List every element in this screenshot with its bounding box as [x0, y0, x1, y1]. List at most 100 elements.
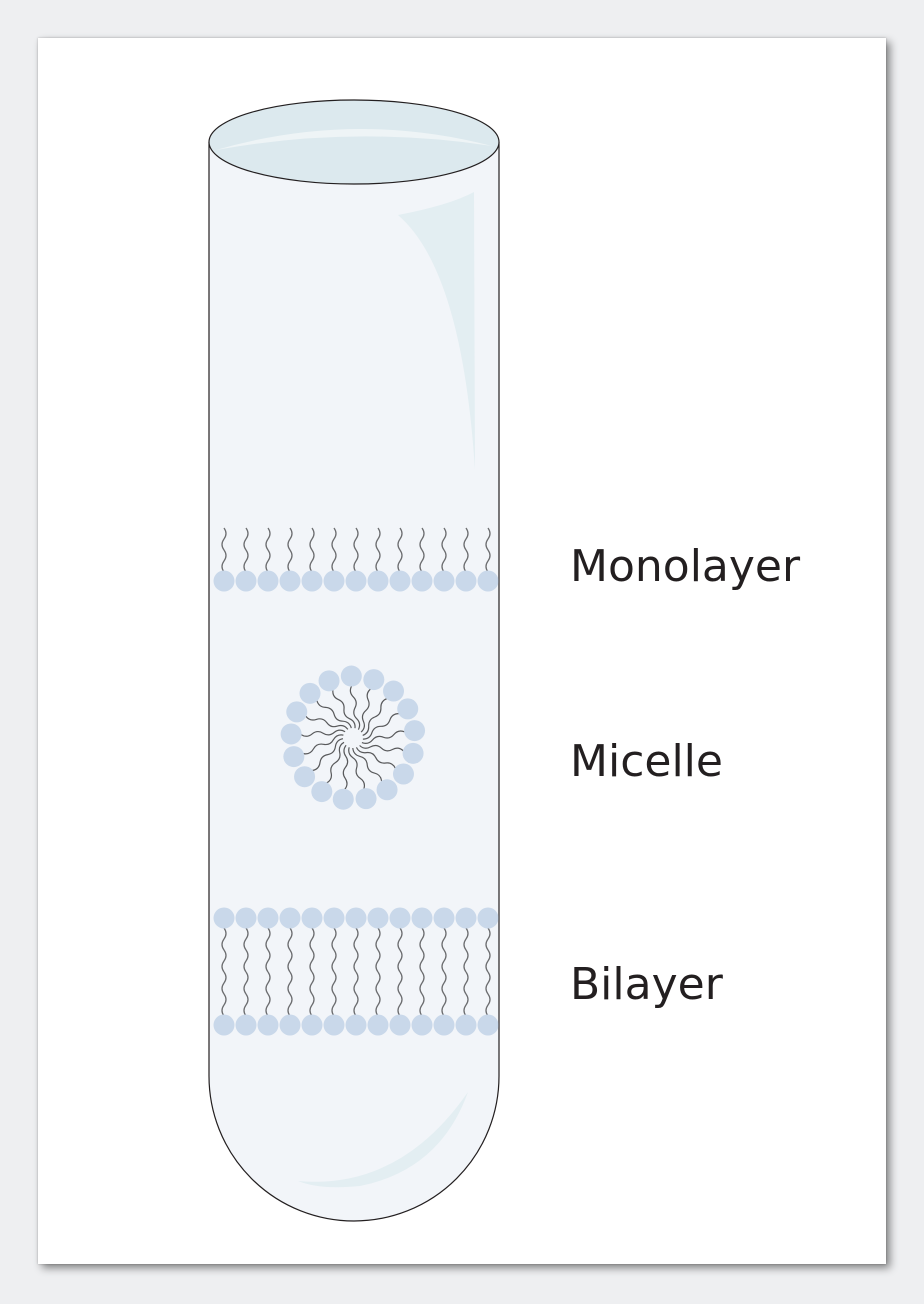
hydrocarbon-tail-icon [342, 744, 349, 790]
hydrocarbon-tail-icon [243, 527, 249, 573]
hydrocarbon-tail-icon [332, 689, 356, 729]
phospholipid-head-icon [280, 723, 302, 745]
bilayer [213, 907, 499, 1036]
hydrocarbon-tail-icon [355, 747, 396, 769]
hydrocarbon-tail-icon [287, 971, 293, 1017]
phospholipid-head-icon [392, 763, 414, 785]
phospholipid-head-icon [477, 570, 499, 592]
phospholipid-head-icon [213, 907, 235, 929]
hydrocarbon-tail-icon [441, 527, 447, 573]
phospholipid-head-icon [433, 570, 455, 592]
hydrocarbon-tail-icon [362, 712, 399, 740]
hydrocarbon-tail-icon [265, 971, 271, 1017]
bilayer-label: Bilayer [570, 959, 723, 1010]
hydrocarbon-tail-icon [300, 729, 346, 737]
hydrocarbon-tail-icon [375, 527, 381, 573]
hydrocarbon-tail-icon [463, 527, 469, 573]
hydrocarbon-tail-icon [352, 747, 383, 782]
hydrocarbon-tail-icon [331, 927, 337, 973]
phospholipid-head-icon [340, 665, 362, 687]
phospholipid-head-icon [257, 570, 279, 592]
hydrocarbon-tail-icon [353, 927, 359, 973]
micelle [280, 665, 426, 810]
hydrocarbon-tail-icon [397, 527, 403, 573]
hydrocarbon-tail-icon [463, 971, 469, 1017]
monolayer [213, 527, 499, 592]
phospholipid-head-icon [323, 907, 345, 929]
hydrocarbon-tail-icon [485, 971, 491, 1017]
tube-bottom-highlight [298, 1092, 468, 1188]
hydrocarbon-tail-icon [326, 741, 345, 784]
phospholipid-head-icon [477, 907, 499, 929]
tube-rim [208, 99, 500, 185]
phospholipid-head-icon [411, 907, 433, 929]
hydrocarbon-tail-icon [309, 971, 315, 1017]
hydrocarbon-tail-icon [361, 730, 405, 744]
phospholipid-head-icon [283, 746, 305, 768]
phospholipid-head-icon [257, 907, 279, 929]
hydrocarbon-tail-icon [485, 927, 491, 973]
hydrocarbon-tail-icon [312, 738, 344, 772]
hydrocarbon-tail-icon [348, 747, 366, 789]
phospholipid-head-icon [301, 1014, 323, 1036]
hydrocarbon-tail-icon [221, 971, 227, 1017]
phospholipid-head-icon [257, 1014, 279, 1036]
hydrocarbon-tail-icon [375, 927, 381, 973]
phospholipid-head-icon [397, 698, 419, 720]
phospholipid-head-icon [411, 1014, 433, 1036]
hydrocarbon-tail-icon [243, 927, 249, 973]
hydrocarbon-tail-icon [397, 971, 403, 1017]
phospholipid-head-icon [345, 1014, 367, 1036]
phospholipid-head-icon [213, 570, 235, 592]
hydrocarbon-tail-icon [221, 527, 227, 573]
hydrocarbon-tail-icon [441, 927, 447, 973]
hydrocarbon-tail-icon [419, 971, 425, 1017]
phospholipid-head-icon [235, 1014, 257, 1036]
phospholipid-head-icon [318, 670, 340, 692]
hydrocarbon-tail-icon [353, 971, 359, 1017]
hydrocarbon-tail-icon [362, 698, 388, 736]
hydrocarbon-tail-icon [375, 971, 381, 1017]
phospholipid-head-icon [301, 570, 323, 592]
hydrocarbon-tail-icon [353, 527, 359, 573]
hydrocarbon-tail-icon [316, 700, 352, 729]
phospholipid-head-icon [433, 907, 455, 929]
tube-highlight [398, 192, 475, 470]
phospholipid-head-icon [389, 907, 411, 929]
phospholipid-head-icon [345, 570, 367, 592]
phospholipid-head-icon [402, 742, 424, 764]
phospholipid-head-icon [332, 788, 354, 810]
hydrocarbon-tail-icon [441, 971, 447, 1017]
phospholipid-head-icon [279, 570, 301, 592]
phospholipid-head-icon [235, 570, 257, 592]
phospholipid-head-icon [279, 1014, 301, 1036]
hydrocarbon-tail-icon [287, 927, 293, 973]
phospholipid-head-icon [389, 570, 411, 592]
phospholipid-head-icon [383, 680, 405, 702]
hydrocarbon-tail-icon [485, 527, 491, 573]
hydrocarbon-tail-icon [287, 527, 293, 573]
phospholipid-head-icon [477, 1014, 499, 1036]
phospholipid-head-icon [355, 788, 377, 810]
hydrocarbon-tail-icon [265, 927, 271, 973]
hydrocarbon-tail-icon [303, 734, 344, 755]
phospholipid-head-icon [367, 907, 389, 929]
hydrocarbon-tail-icon [331, 527, 337, 573]
phospholipid-head-icon [376, 779, 398, 801]
hydrocarbon-tail-icon [265, 527, 271, 573]
phospholipid-head-icon [323, 1014, 345, 1036]
phospholipid-head-icon [323, 570, 345, 592]
hydrocarbon-tail-icon [397, 927, 403, 973]
phospholipid-head-icon [345, 907, 367, 929]
hydrocarbon-tail-icon [359, 744, 404, 752]
phospholipid-head-icon [455, 907, 477, 929]
hydrocarbon-tail-icon [360, 688, 371, 733]
phospholipid-head-icon [367, 570, 389, 592]
phospholipid-head-icon [404, 720, 426, 742]
phospholipid-head-icon [299, 682, 321, 704]
hydrocarbon-tail-icon [419, 927, 425, 973]
hydrocarbon-tail-icon [309, 927, 315, 973]
phospholipid-head-icon [311, 781, 333, 803]
phospholipid-head-icon [411, 570, 433, 592]
